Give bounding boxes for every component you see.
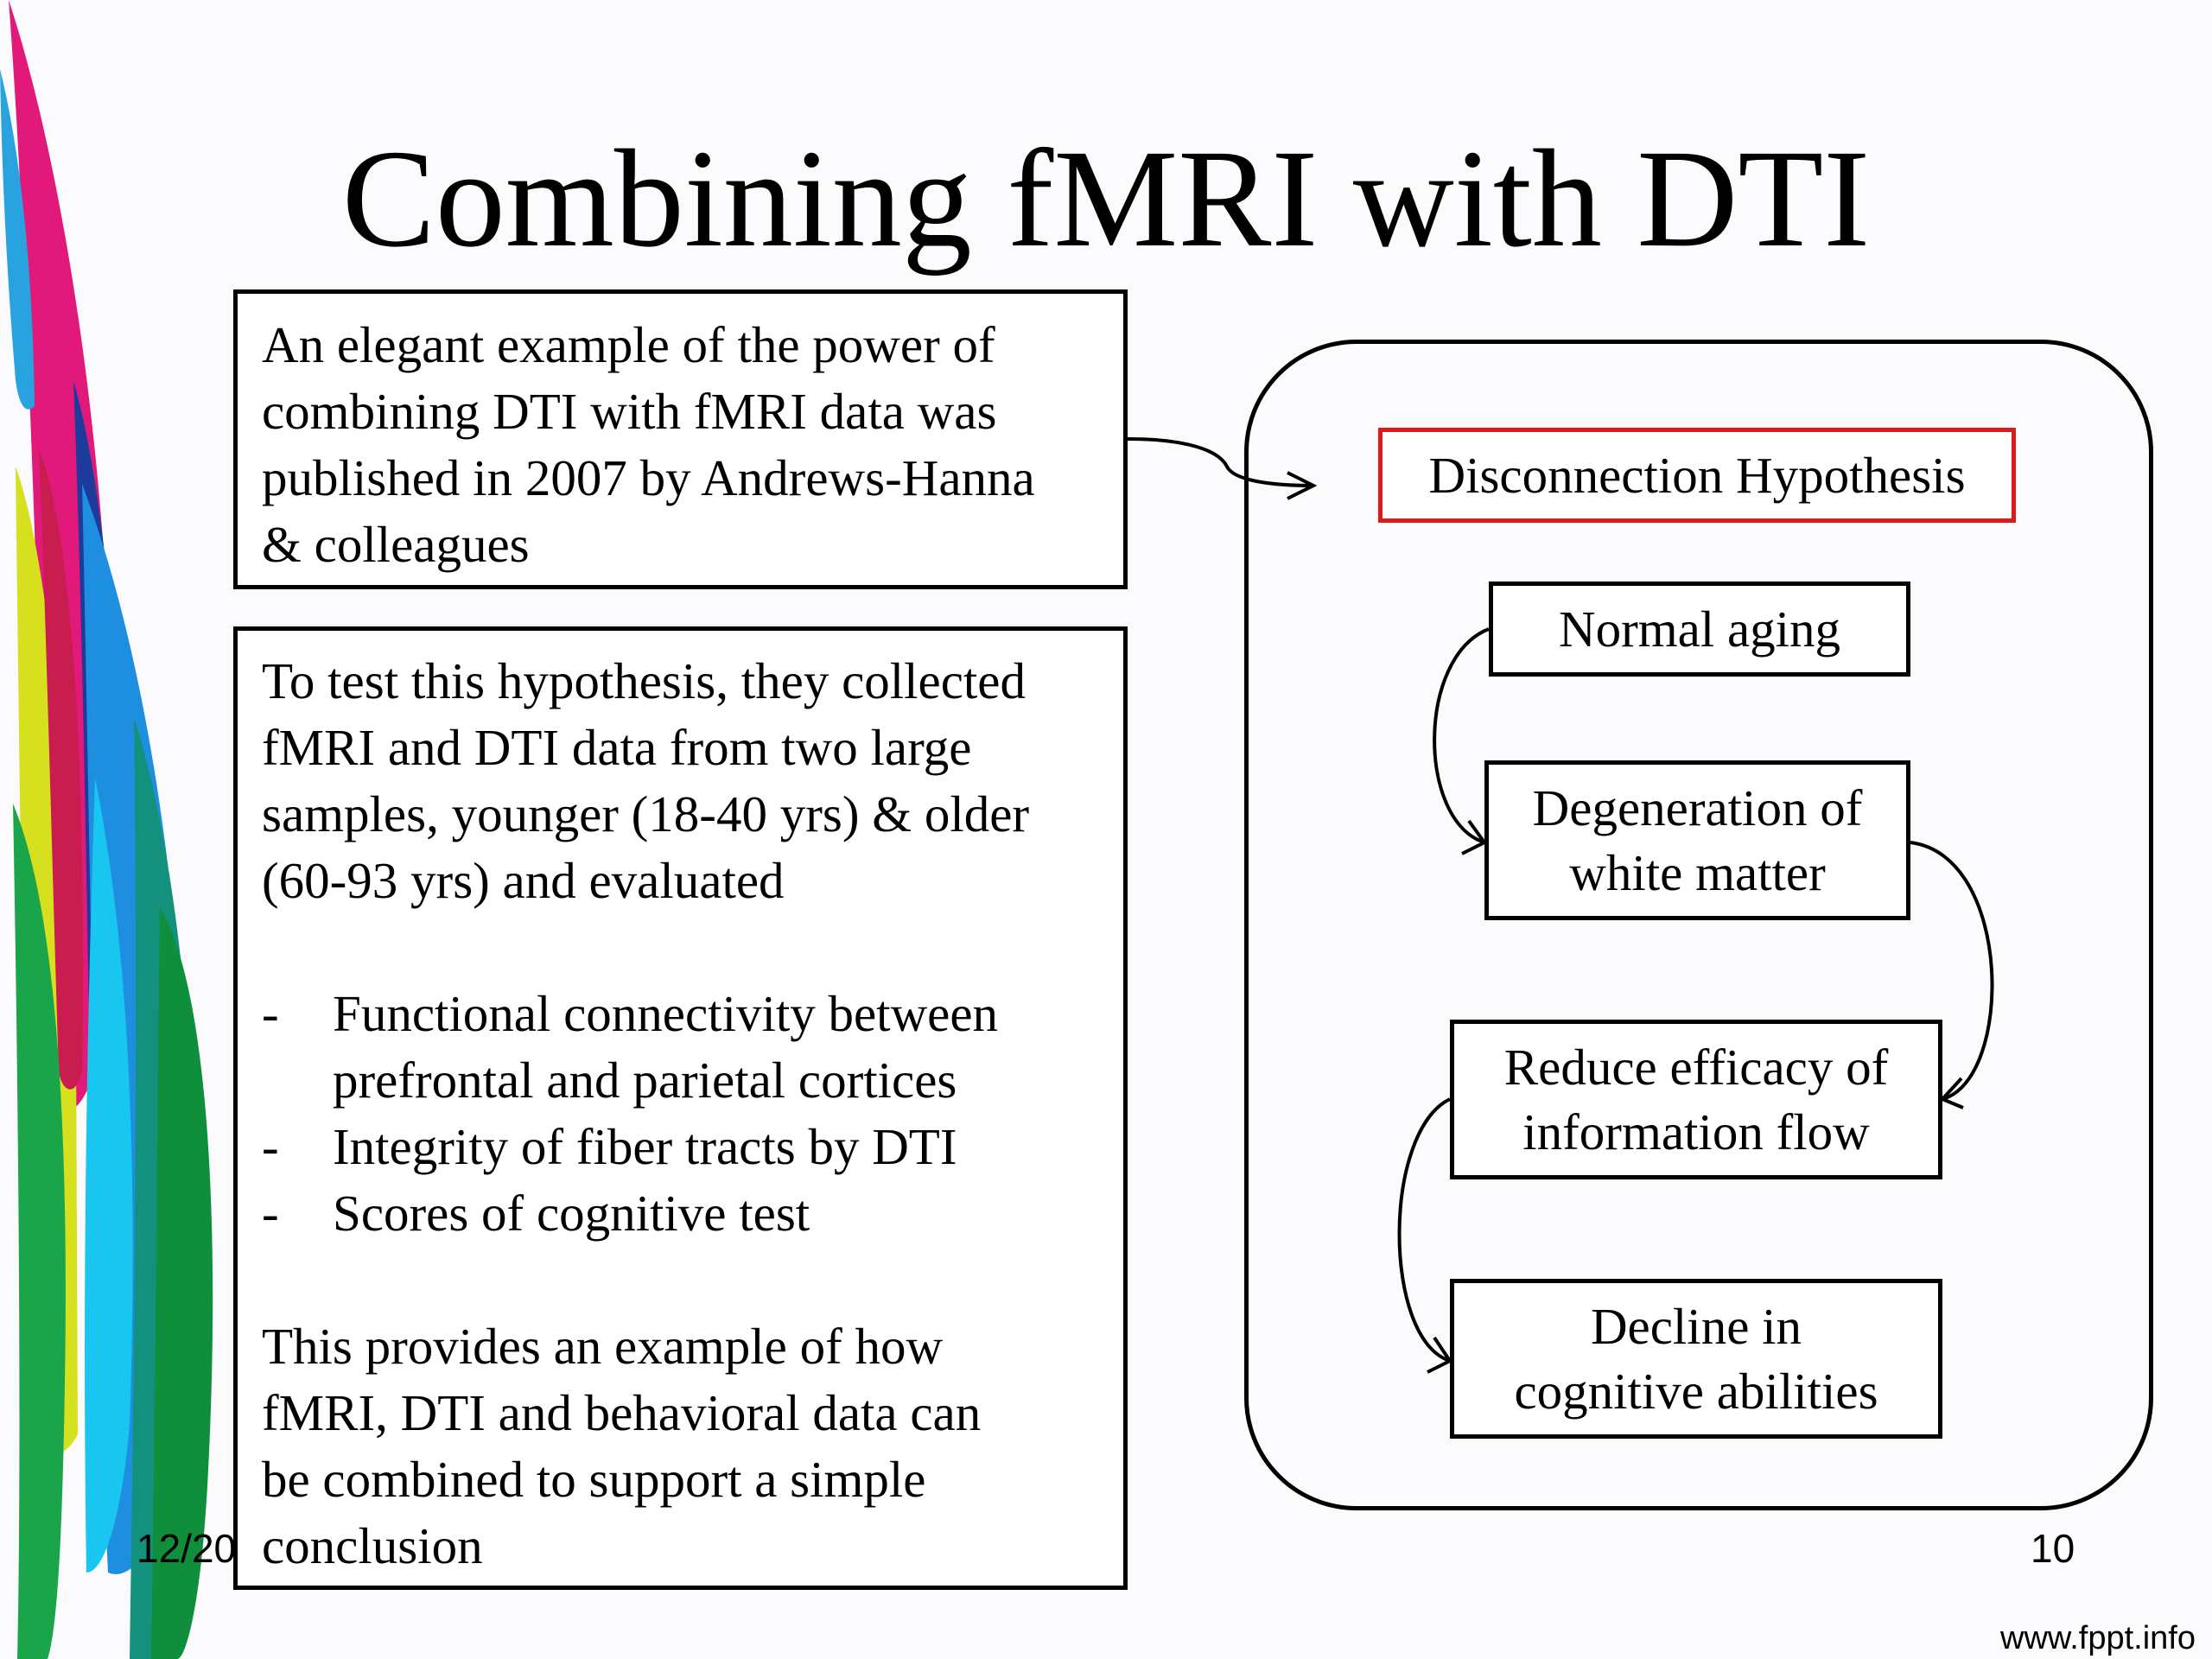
method-textbox: To test this hypothesis, they collected … [233, 626, 1128, 1590]
green-ribbon [13, 804, 66, 1659]
crimson-ribbon [39, 449, 83, 1090]
hypothesis-panel [1244, 340, 2153, 1510]
arrowhead [1461, 819, 1487, 855]
conclusion-line: This provides an example of how [262, 1318, 944, 1375]
slide-date: 12/20 [137, 1526, 237, 1571]
method-line: To test this hypothesis, they collected [262, 652, 1026, 709]
aging-to-degeneration-arrow [1433, 627, 1490, 844]
bullet-marker: - [262, 985, 279, 1042]
flow-step-label: Decline in [1590, 1297, 1802, 1355]
bullet-item: - Functional connectivity between prefro… [262, 981, 1123, 1114]
bullet-text-line: prefrontal and parietal cortices [333, 1052, 957, 1109]
decorative-ribbons [0, 0, 213, 1659]
page-number: 10 [2031, 1526, 2075, 1571]
method-line: (60-93 yrs) and evaluated [262, 852, 785, 909]
reduce-to-decline-arrow [1397, 1097, 1451, 1363]
arrowhead [1287, 471, 1318, 500]
slide-title: Combining fMRI with DTI [341, 122, 1871, 276]
conclusion-line: fMRI, DTI and behavioral data can [262, 1384, 982, 1441]
intro-line: combining DTI with fMRI data was [262, 383, 997, 440]
dark-green-ribbon [151, 907, 213, 1659]
bullet-text-line: Functional connectivity between [333, 985, 999, 1042]
bullet-item: - Integrity of fiber tracts by DTI [262, 1114, 1123, 1180]
light-blue-ribbon [0, 69, 35, 410]
hypothesis-label: Disconnection Hypothesis [1428, 446, 1966, 504]
hypothesis-box: Disconnection Hypothesis [1378, 428, 2016, 523]
bullet-text: Scores of cognitive test [333, 1185, 810, 1242]
method-line: fMRI and DTI data from two large [262, 719, 972, 776]
flow-step-label: Degeneration of [1532, 779, 1863, 836]
flow-step-reduced-efficacy: Reduce efficacy of information flow [1450, 1020, 1942, 1179]
degeneration-to-reduce-arrow [1910, 841, 1994, 1101]
intro-to-hypothesis-arrow [1127, 437, 1314, 487]
flow-step-label: information flow [1522, 1103, 1870, 1160]
intro-line: & colleagues [262, 516, 530, 573]
bullet-text: Functional connectivity between prefront… [333, 981, 998, 1114]
intro-textbox: An elegant example of the power of combi… [233, 289, 1128, 589]
bullet-text: Integrity of fiber tracts by DTI [333, 1118, 957, 1175]
flow-step-label: cognitive abilities [1514, 1362, 1878, 1420]
intro-line: An elegant example of the power of [262, 316, 995, 373]
flow-step-label: Reduce efficacy of [1503, 1038, 1889, 1096]
arrowhead [1939, 1077, 1964, 1109]
bullet-item: - Scores of cognitive test [262, 1180, 1123, 1247]
flow-step-label: white matter [1569, 843, 1826, 901]
conclusion-line: conclusion [262, 1517, 483, 1574]
method-line: samples, younger (18-40 yrs) & older [262, 785, 1030, 842]
flow-step-normal-aging: Normal aging [1489, 582, 1910, 677]
flow-step-degeneration: Degeneration of white matter [1484, 760, 1910, 920]
flow-step-cognitive-decline: Decline in cognitive abilities [1450, 1279, 1942, 1439]
cyan-ribbon [85, 778, 133, 1573]
flow-step-label: Normal aging [1558, 600, 1841, 658]
bullet-marker: - [262, 1118, 279, 1175]
conclusion-line: be combined to support a simple [262, 1451, 926, 1508]
intro-line: published in 2007 by Andrews-Hanna [262, 449, 1035, 506]
arrowhead [1427, 1336, 1452, 1374]
bullet-marker: - [262, 1185, 279, 1242]
footer-site: www.fppt.info [2000, 1620, 2196, 1656]
